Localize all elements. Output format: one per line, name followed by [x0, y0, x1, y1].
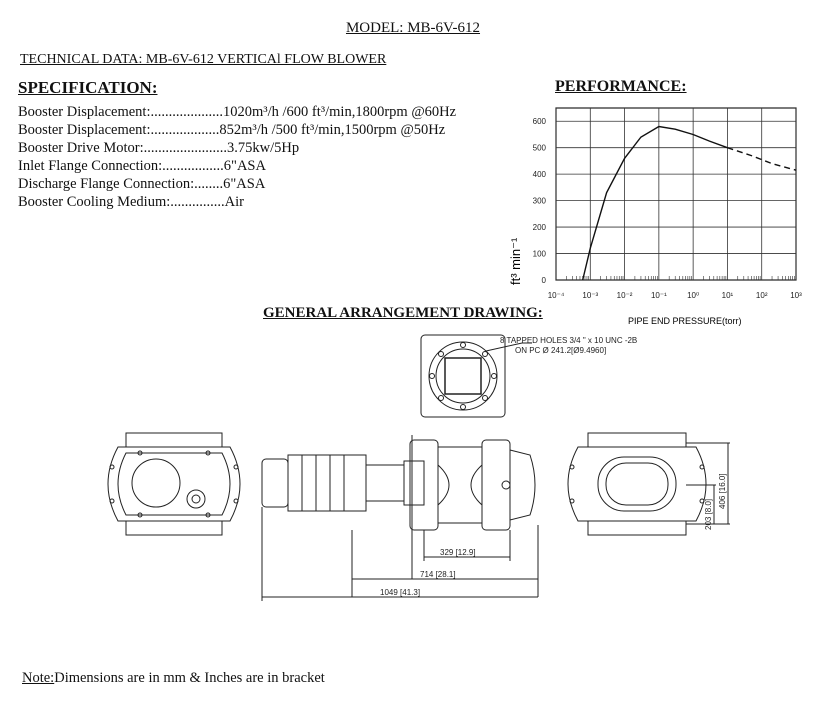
- spec-value: 3.75kw/5Hp: [227, 140, 300, 156]
- chart-grid: [555, 107, 797, 281]
- spec-value: 1020m³/h /600 ft³/min,1800rpm @60Hz: [222, 104, 457, 120]
- chart-y-label: ft³ min⁻¹: [508, 237, 523, 285]
- x-tick-label: 10⁰: [687, 291, 699, 300]
- series-line-dashed: [727, 147, 797, 171]
- plot-frame: [555, 107, 797, 281]
- holes-annotation-line1: 8 TAPPED HOLES 3/4 " x 10 UNC -2B: [500, 336, 637, 345]
- spec-label: Booster Cooling Medium:...............: [18, 194, 225, 210]
- chart-x-ticks: 10⁻⁴ 10⁻³ 10⁻² 10⁻¹ 10⁰ 10¹ 10² 10³: [548, 291, 802, 300]
- spec-row: Booster Cooling Medium:...............Ai…: [18, 194, 244, 211]
- right-end-view: [567, 432, 730, 536]
- spec-row: Booster Displacement:...................…: [18, 122, 445, 139]
- x-tick-label: 10²: [756, 291, 768, 300]
- spec-value: 6"ASA: [223, 176, 266, 192]
- y-tick-label: 100: [533, 250, 547, 259]
- holes-annotation-line2: ON PC Ø 241.2[Ø9.4960]: [515, 346, 606, 355]
- spec-value: 6"ASA: [223, 158, 266, 174]
- y-tick-label: 300: [533, 197, 547, 206]
- y-tick-label: 600: [533, 117, 547, 126]
- spec-label: Inlet Flange Connection:................…: [18, 158, 224, 174]
- x-tick-label: 10⁻³: [582, 291, 598, 300]
- left-end-view: [107, 432, 241, 536]
- x-tick-label: 10³: [790, 291, 802, 300]
- drawing-heading: GENERAL ARRANGEMENT DRAWING:: [263, 305, 543, 321]
- spec-label: Booster Displacement:...................: [18, 122, 220, 138]
- dim-714: 714 [28.1]: [420, 570, 456, 579]
- y-tick-label: 400: [533, 170, 547, 179]
- y-tick-label: 0: [542, 276, 547, 285]
- dim-329: 329 [12.9]: [440, 548, 476, 557]
- dim-203: 203 [8.0]: [704, 499, 713, 530]
- spec-row: Inlet Flange Connection:................…: [18, 158, 266, 175]
- specification-heading: SPECIFICATION:: [18, 78, 158, 97]
- chart-x-label: PIPE END PRESSURE(torr): [628, 316, 742, 326]
- spec-value: Air: [224, 194, 244, 210]
- flange-top-view: [420, 334, 532, 418]
- dim-1049: 1049 [41.3]: [380, 588, 420, 597]
- y-tick-label: 200: [533, 223, 547, 232]
- chart-series: [582, 125, 797, 281]
- dim-406: 406 [16.0]: [718, 473, 727, 509]
- footnote: Note:Dimensions are in mm & Inches are i…: [22, 670, 325, 687]
- spec-row: Booster Displacement:...................…: [18, 104, 456, 121]
- x-tick-label: 10⁻²: [617, 291, 633, 300]
- model-title: MODEL: MB-6V-612: [345, 20, 481, 36]
- y-tick-label: 500: [533, 144, 547, 153]
- chart-y-ticks: 0 100 200 300 400 500 600: [533, 117, 547, 285]
- spec-value: 852m³/h /500 ft³/min,1500rpm @50Hz: [219, 122, 446, 138]
- series-line-solid: [582, 125, 728, 281]
- x-tick-label: 10⁻¹: [651, 291, 667, 300]
- technical-data-title: TECHNICAL DATA: MB-6V-612 VERTICAl FLOW …: [20, 52, 387, 67]
- performance-heading: PERFORMANCE:: [555, 78, 687, 95]
- arrangement-drawing: 8 TAPPED HOLES 3/4 " x 10 UNC -2B ON PC …: [107, 334, 730, 601]
- spec-row: Discharge Flange Connection:........6"AS…: [18, 176, 265, 193]
- side-view: [261, 435, 539, 601]
- spec-row: Booster Drive Motor:....................…: [18, 140, 299, 157]
- x-tick-label: 10¹: [722, 291, 734, 300]
- x-tick-label: 10⁻⁴: [548, 291, 565, 300]
- note-prefix: Note:: [22, 670, 55, 686]
- spec-label: Booster Drive Motor:....................…: [18, 140, 228, 156]
- spec-label: Discharge Flange Connection:........: [18, 176, 224, 192]
- spec-label: Booster Displacement:...................…: [18, 104, 223, 120]
- note-text: Dimensions are in mm & Inches are in bra…: [54, 670, 325, 686]
